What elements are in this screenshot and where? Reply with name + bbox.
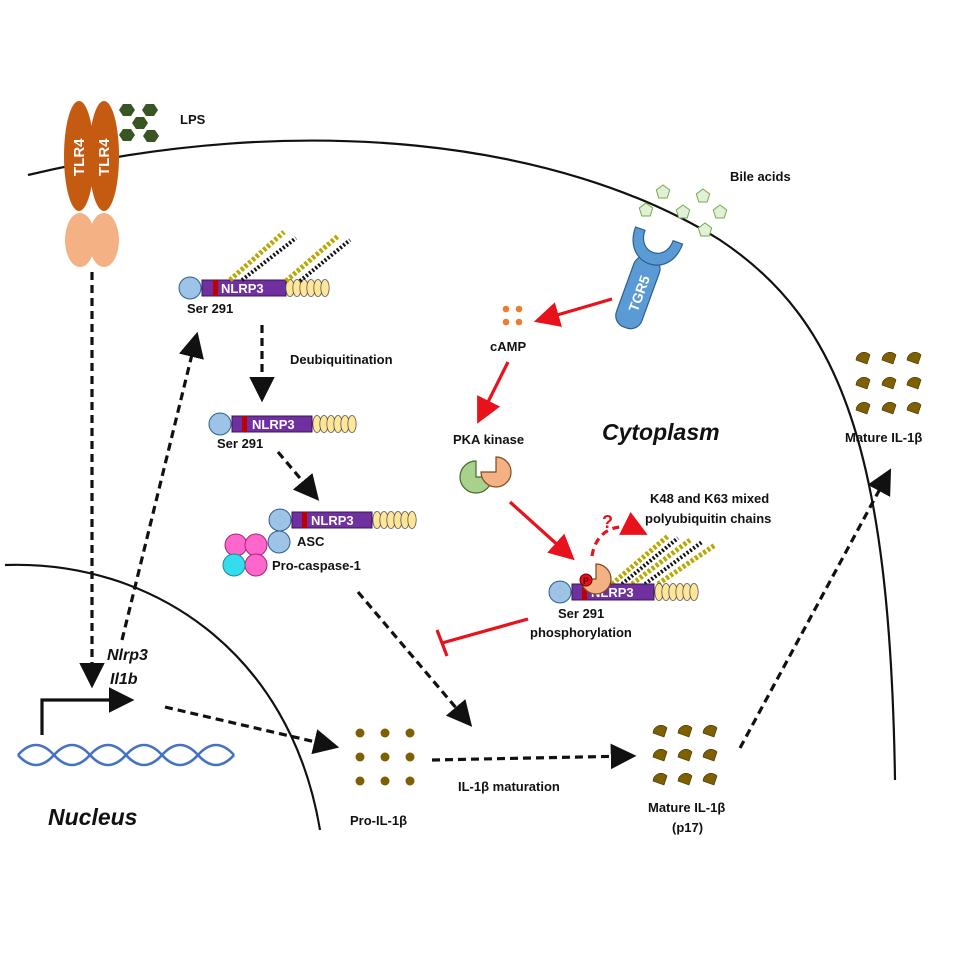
k48-k63-label-line2: polyubiquitin chains bbox=[645, 511, 771, 526]
mature-il1b-top-label: Mature IL-1β bbox=[845, 430, 922, 445]
mature-il1b-p17-cluster bbox=[652, 724, 718, 786]
tlr4-label-right: TLR4 bbox=[96, 138, 113, 176]
pro-caspase1-label: Pro-caspase-1 bbox=[272, 558, 361, 573]
arrow-ubiquitin-question bbox=[590, 511, 648, 557]
il1b-maturation-label: IL-1β maturation bbox=[458, 779, 560, 794]
nlrp3-label-3: NLRP3 bbox=[311, 513, 354, 528]
tgr5-receptor: TGR5 bbox=[615, 226, 684, 330]
nlrp3-complex-deubiquitinated: NLRP3 bbox=[208, 412, 357, 436]
nlrp3-phosphorylated: NLRP3 P bbox=[548, 534, 717, 604]
arrow-genes-to-nlrp3 bbox=[120, 331, 204, 641]
ubiquitin-chains-right bbox=[610, 534, 717, 587]
mature-il1b-p17-label-line2: (p17) bbox=[672, 820, 703, 835]
arrow-to-inflammasome bbox=[276, 450, 320, 501]
pka-kinase-label: PKA kinase bbox=[453, 432, 524, 447]
lps-molecules bbox=[119, 104, 159, 142]
nlrp3-label-1: NLRP3 bbox=[221, 281, 264, 296]
ser291-label-3: Ser 291 bbox=[558, 606, 604, 621]
arrow-inflammasome-to-maturation bbox=[356, 590, 473, 727]
arrow-il1b-maturation bbox=[431, 743, 637, 770]
bile-acids-label: Bile acids bbox=[730, 169, 791, 184]
nlrp3-gene-label: Nlrp3 bbox=[107, 647, 148, 664]
deubiquitination-label: Deubiquitination bbox=[290, 352, 393, 367]
nlrp3-label-2: NLRP3 bbox=[252, 417, 295, 432]
dna-helix bbox=[17, 743, 235, 767]
nlrp3-inflammasome: NLRP3 bbox=[222, 508, 417, 577]
pka-kinase-icon bbox=[459, 456, 512, 494]
lps-label: LPS bbox=[180, 112, 206, 127]
nlrp3-complex-ubiquitinated: NLRP3 bbox=[178, 230, 352, 300]
arrow-gene-to-pro-il1b bbox=[164, 705, 340, 755]
inhibition-line bbox=[441, 617, 529, 645]
k48-k63-label-line1: K48 and K63 mixed bbox=[650, 491, 769, 506]
cell-membrane bbox=[27, 139, 897, 781]
nuclear-envelope bbox=[4, 563, 322, 831]
arrow-tgr5-to-camp bbox=[533, 297, 613, 327]
nucleus-label: Nucleus bbox=[48, 804, 137, 830]
bile-acid-molecules bbox=[638, 184, 728, 237]
ser291-label-1: Ser 291 bbox=[187, 301, 233, 316]
cytoplasm-label: Cytoplasm bbox=[602, 419, 720, 445]
transcription-start-arrow bbox=[40, 687, 135, 735]
arrow-camp-to-pka bbox=[477, 361, 510, 424]
tlr4-receptor-left: TLR4 bbox=[64, 101, 95, 267]
arrow-pka-to-nlrp3 bbox=[508, 500, 575, 561]
asc-label: ASC bbox=[297, 534, 325, 549]
pro-il1b-label: Pro-IL-1β bbox=[350, 813, 407, 828]
tlr4-label-left: TLR4 bbox=[71, 138, 88, 176]
question-mark: ? bbox=[602, 512, 613, 532]
ser291-label-2: Ser 291 bbox=[217, 436, 263, 451]
camp-label: cAMP bbox=[490, 339, 526, 354]
phosphorylation-label: phosphorylation bbox=[530, 625, 632, 640]
phospho-icon bbox=[579, 573, 593, 587]
phospho-mark-label: P bbox=[583, 576, 589, 586]
mature-il1b-top-cluster bbox=[855, 351, 922, 415]
inhibition-bar bbox=[435, 629, 449, 657]
pro-il1b-cluster bbox=[355, 728, 415, 786]
ubiquitin-chains-top bbox=[228, 230, 352, 283]
tlr4-receptor-right: TLR4 bbox=[89, 101, 119, 267]
camp-molecules bbox=[502, 305, 523, 326]
mature-il1b-p17-label-line1: Mature IL-1β bbox=[648, 800, 725, 815]
il1b-gene-label: Il1b bbox=[110, 671, 138, 688]
